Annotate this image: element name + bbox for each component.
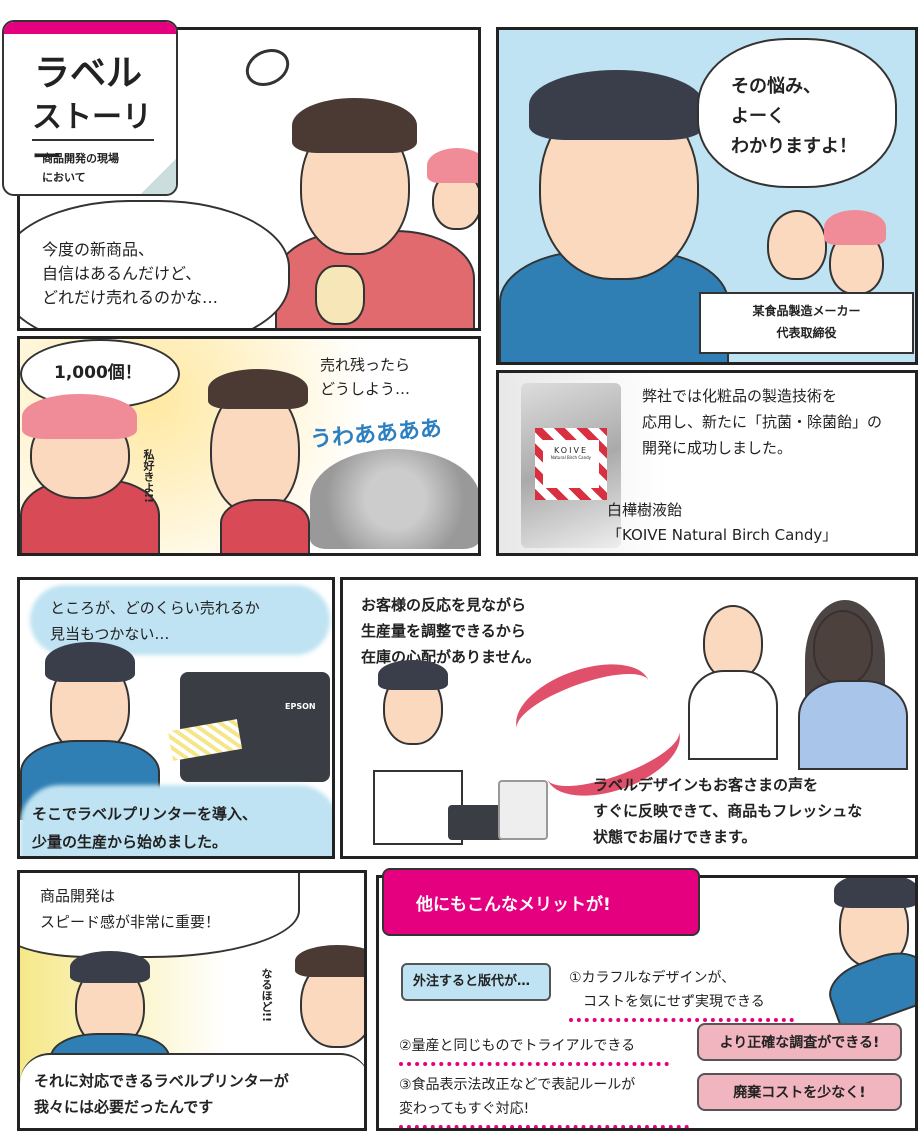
- speech-text: その悩み、 よーく わかりますよ！: [731, 76, 857, 157]
- bottom-text: それに対応できるラベルプリンターが 我々には必要だったんです: [34, 1072, 289, 1116]
- panel-ceo: その悩み、 よーく わかりますよ！ 某食品製造メーカー 代表取締役: [496, 27, 918, 365]
- merits-header: 他にもこんなメリットが!: [416, 894, 611, 915]
- bottom-text: そこでラベルプリンターを導入、 少量の生産から始めました。: [32, 805, 258, 851]
- product-package: KOIVE Natural Birch Candy: [521, 383, 621, 548]
- narration-text: 弊社では化粧品の製造技術を 応用し、新たに「抗菌・除菌飴」の 開発に成功しました…: [642, 387, 883, 457]
- character-ceo-hair: [378, 660, 448, 690]
- product-jar: [315, 265, 365, 325]
- character-man-shirt: [220, 499, 310, 553]
- title-rule: [32, 139, 154, 141]
- character-ceo-hair: [70, 951, 150, 983]
- character-clerk-shirt: [688, 670, 778, 760]
- merit-item-3: ③食品表示法改正などで表記ルールが 変わってもすぐ対応!: [399, 1073, 689, 1128]
- caption-box: [699, 292, 914, 354]
- top-text: ところが、どのくらい売れるか 見当もつかない…: [50, 599, 260, 643]
- bottom-box: [20, 1053, 364, 1128]
- panel-product: KOIVE Natural Birch Candy 弊社では化粧品の製造技術を …: [496, 370, 918, 556]
- merit-item-2: ②量産と同じものでトライアルできる: [399, 1034, 669, 1066]
- speech-text: 今度の新商品、 自信はあるんだけど、 どれだけ売れるのかな…: [42, 240, 219, 307]
- merit-callout-2: より正確な調査ができる!: [697, 1023, 902, 1061]
- page-curl: [136, 157, 176, 194]
- worry-text: 売れ残ったら どうしよう…: [320, 356, 411, 398]
- merit-callout-3: 廃棄コストを少なく!: [697, 1073, 902, 1111]
- speech-bubble: [20, 873, 300, 958]
- bottom-cloud: [20, 785, 332, 856]
- merits-header-tag: 他にもこんなメリットが!: [382, 868, 700, 936]
- character-woman-hat: [22, 394, 137, 439]
- sfx-understood: なるほど!!: [260, 968, 273, 1023]
- panel-speed: 商品開発は スピード感が非常に重要！ なるほど!! それに対応できるラベルプリン…: [17, 870, 367, 1131]
- character-woman-hat: [427, 148, 478, 183]
- package-sub: Natural Birch Candy: [550, 455, 592, 460]
- character-man-hair: [208, 369, 308, 409]
- character-man-small: [767, 210, 827, 280]
- package-brand: KOIVE: [554, 446, 588, 455]
- merit-item-1: ①カラフルなデザインが、 コストを気にせず実現できる: [569, 966, 794, 1022]
- unsold-stock-pile: [310, 449, 478, 549]
- panel-printer: ところが、どのくらい売れるか 見当もつかない… EPSON そこでラベルプリンタ…: [17, 577, 335, 859]
- character-customer-shirt: [798, 680, 908, 770]
- title-subtitle: 商品開発の現場 において: [42, 152, 119, 184]
- sfx-scream: うわああああ: [309, 416, 443, 453]
- character-man-hair: [292, 98, 417, 153]
- speech-bubble: [697, 38, 897, 188]
- title-card: ラベル ストーリー 商品開発の現場 において: [2, 20, 178, 196]
- title-line1: ラベル: [34, 53, 143, 94]
- panel-reaction: 1,000個！ 私好きよ!! 売れ残ったら どうしよう… うわああああ: [17, 336, 481, 556]
- character-clerk: [703, 605, 763, 680]
- bottom-text: ラベルデザインもお客さまの声を すぐに反映できて、商品もフレッシュな 状態でお届…: [593, 776, 863, 846]
- aside-bubble: [401, 963, 551, 1001]
- scribble-icon: [239, 42, 296, 93]
- sfx-love: 私好きよ!!: [142, 449, 155, 504]
- speech-bubble: [20, 200, 290, 328]
- panel-worried-developer: 今度の新商品、 自信はあるんだけど、 どれだけ売れるのかな…: [17, 27, 481, 331]
- panel-production-cycle: お客様の反応を見ながら 生産量を調整できるから 在庫の心配がありません。 ラベル…: [340, 577, 918, 859]
- shout-text: 1,000個！: [54, 363, 142, 383]
- product-sample: [498, 780, 548, 840]
- title-card-bar: [4, 22, 176, 34]
- printer-brand: EPSON: [285, 702, 316, 711]
- package-label: KOIVE Natural Birch Candy: [535, 428, 607, 500]
- character-ceo-hair: [529, 70, 704, 140]
- package-label-inner: KOIVE Natural Birch Candy: [543, 440, 599, 488]
- speech-text: 商品開発は スピード感が非常に重要！: [40, 887, 221, 931]
- character-ceo-hair: [834, 878, 915, 908]
- title-line2: ストーリー: [32, 100, 152, 175]
- character-ceo-hair: [45, 642, 135, 682]
- character-man-hair: [295, 945, 364, 977]
- product-name: 白樺樹液飴 「KOIVE Natural Birch Candy」: [607, 501, 838, 544]
- character-woman-hat: [824, 210, 886, 245]
- aside-text: 外注すると版代が…: [413, 974, 531, 989]
- caption-text: 某食品製造メーカー 代表取締役: [752, 304, 861, 340]
- top-text: お客様の反応を見ながら 生産量を調整できるから 在庫の心配がありません。: [361, 596, 541, 666]
